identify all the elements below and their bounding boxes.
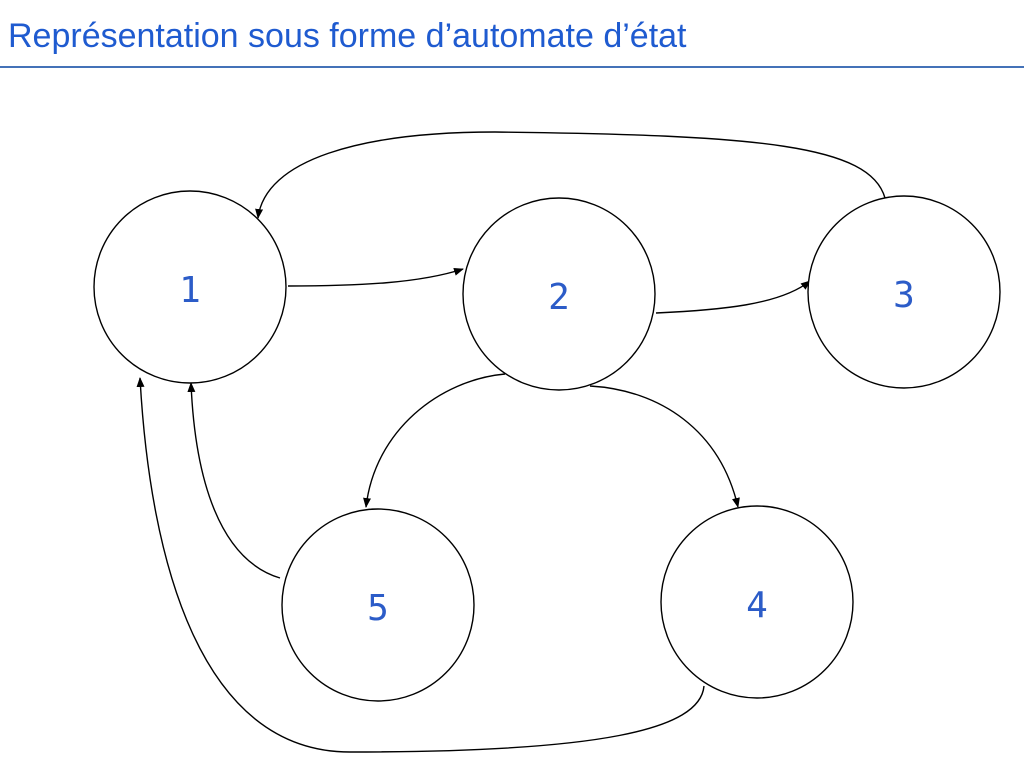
state-2: 2	[462, 197, 656, 391]
state-1: 1	[93, 190, 287, 384]
state-label: 1	[179, 270, 201, 311]
state-3: 3	[807, 195, 1001, 389]
state-circle	[93, 190, 287, 384]
state-4: 4	[660, 505, 854, 699]
state-label: 4	[746, 585, 768, 626]
transition-1-to-2	[287, 267, 464, 287]
state-circle	[807, 195, 1001, 389]
transition-4-to-1	[136, 377, 705, 753]
transition-3-to-1	[255, 131, 886, 219]
state-circle	[462, 197, 656, 391]
page-title: Représentation sous forme d’automate d’é…	[8, 17, 687, 55]
state-5: 5	[281, 508, 475, 702]
transition-2-to-5	[363, 373, 506, 508]
state-circle	[660, 505, 854, 699]
title-divider	[0, 66, 1024, 68]
transition-2-to-4	[589, 385, 740, 508]
state-label: 5	[367, 588, 389, 629]
transition-5-to-1	[187, 382, 281, 579]
state-circle	[281, 508, 475, 702]
state-label: 2	[548, 277, 570, 318]
transition-2-to-3	[655, 280, 811, 314]
state-label: 3	[893, 275, 915, 316]
